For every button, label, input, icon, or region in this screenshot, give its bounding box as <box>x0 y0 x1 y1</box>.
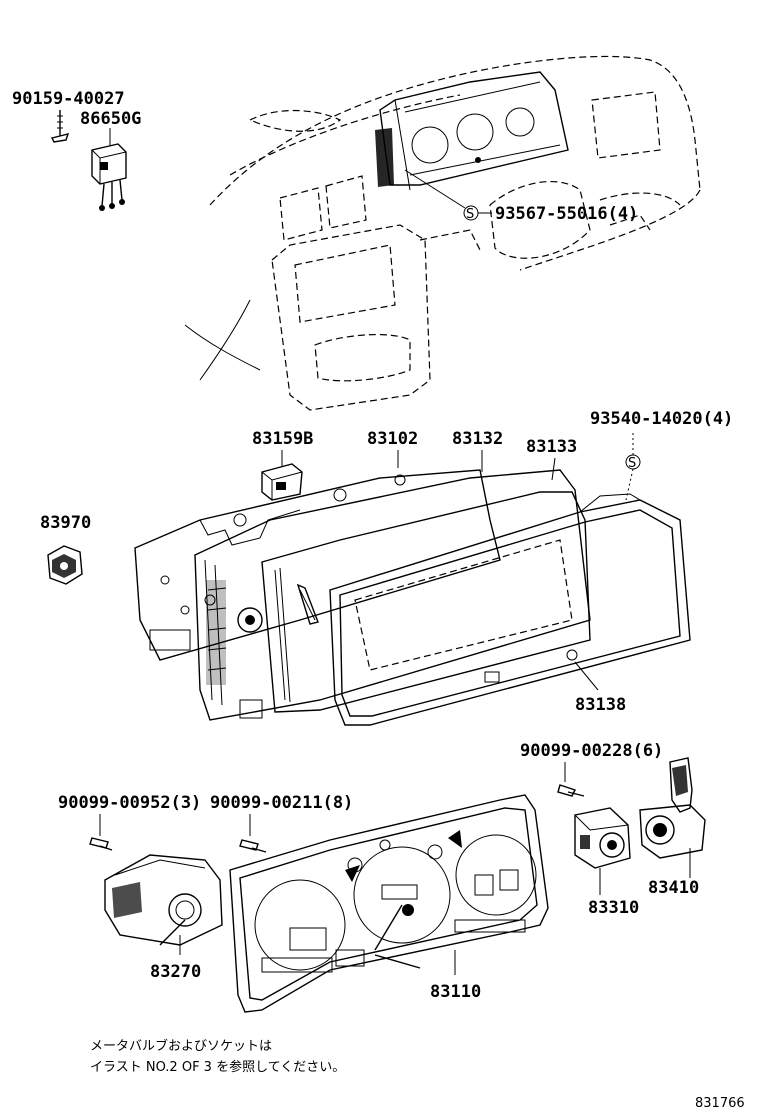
part-83270 <box>104 854 223 955</box>
screw-90099-00211 <box>239 814 267 853</box>
part-label-93540-14020: 93540-14020(4) <box>590 409 733 429</box>
meter-plate-83133 <box>261 491 591 713</box>
installed-cluster-sketch <box>375 71 569 191</box>
screw-90159-40027 <box>50 110 70 143</box>
part-label-93567-55016: 93567-55016(4) <box>495 204 638 224</box>
meter-face-83110 <box>229 794 549 1013</box>
socket-83970 <box>47 545 83 585</box>
part-label-83410: 83410 <box>648 878 699 898</box>
part-label-83970: 83970 <box>40 513 91 533</box>
footer-code: 831766 <box>695 1096 745 1111</box>
s-mark-93540: S <box>625 433 641 501</box>
part-83310 <box>574 807 631 895</box>
s-mark-label-2: S <box>628 456 636 471</box>
part-label-83159B: 83159B <box>252 429 313 449</box>
dashboard-outline <box>184 55 701 411</box>
meter-housing-83132 <box>194 469 591 721</box>
part-label-83110: 83110 <box>430 982 481 1002</box>
part-label-83270: 83270 <box>150 962 201 982</box>
part-label-83310: 83310 <box>588 898 639 918</box>
part-label-90159-40027: 90159-40027 <box>12 89 125 109</box>
relay-86650G <box>91 128 127 211</box>
s-mark-label: S <box>466 207 474 222</box>
printed-circuit-board-83102 <box>134 469 501 661</box>
note-line-2: イラスト NO.2 OF 3 を参照してください。 <box>90 1059 345 1075</box>
part-83410 <box>639 757 706 878</box>
part-label-83102: 83102 <box>367 429 418 449</box>
part-label-90099-00228: 90099-00228(6) <box>520 741 663 761</box>
part-label-83138: 83138 <box>575 695 626 715</box>
connector-83159B <box>261 463 303 501</box>
note-line-1: メータバルブおよびソケットは <box>90 1038 272 1054</box>
part-label-83133: 83133 <box>526 437 577 457</box>
part-label-90099-00211: 90099-00211(8) <box>210 793 353 813</box>
part-label-90099-00952: 90099-00952(3) <box>58 793 201 813</box>
glass-83138 <box>329 493 691 726</box>
s-mark-93567: S <box>404 169 492 222</box>
part-label-86650G: 86650G <box>80 109 141 129</box>
screw-90099-00228 <box>557 762 585 797</box>
part-label-83132: 83132 <box>452 429 503 449</box>
screw-90099-00952 <box>89 814 113 851</box>
